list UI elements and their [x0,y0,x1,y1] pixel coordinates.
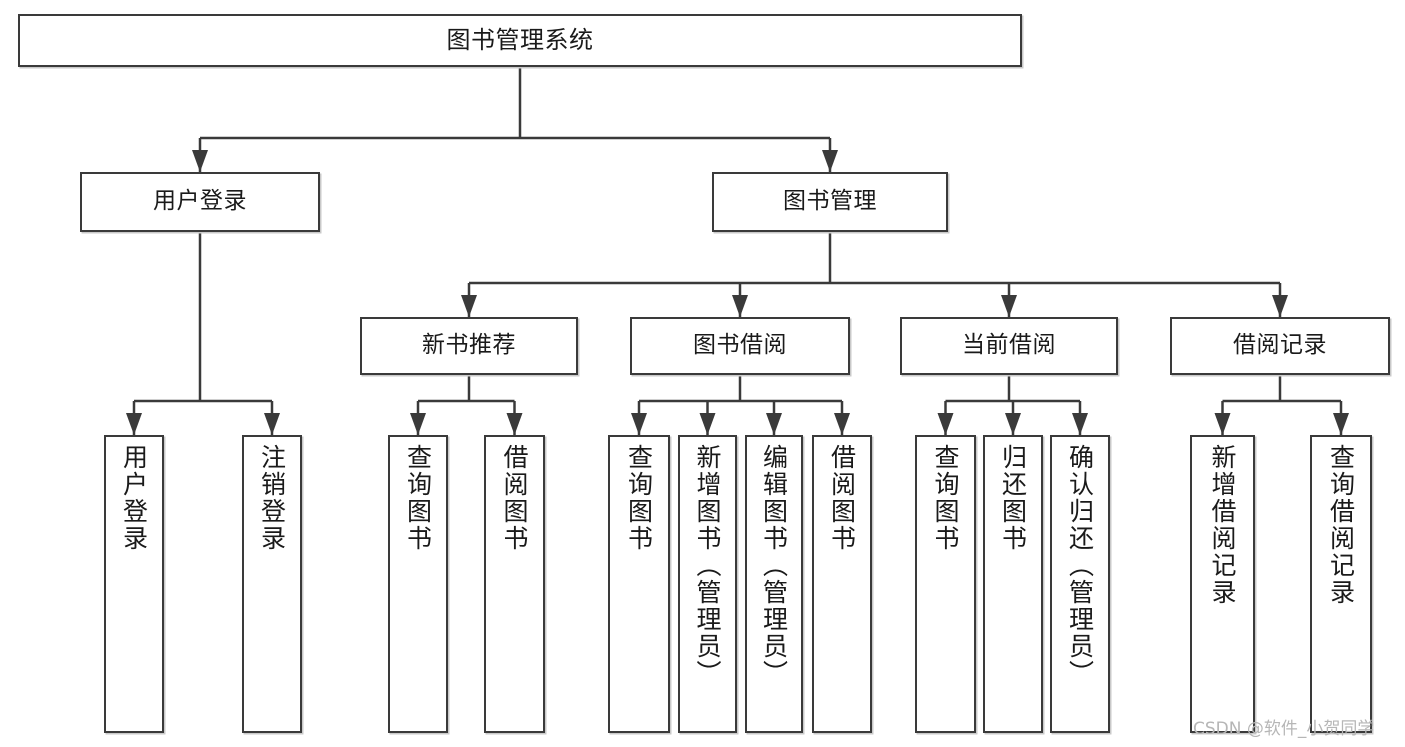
node-leaf-query-rec[interactable]: 查询借阅记录 [1310,435,1372,733]
node-label: 新书推荐 [422,332,516,359]
node-borrow-record[interactable]: 借阅记录 [1170,317,1390,375]
node-label: 借阅图书 [500,444,529,552]
node-label: 查询借阅记录 [1326,444,1356,606]
node-label: 图书管理系统 [446,26,594,55]
node-book-borrow[interactable]: 图书借阅 [630,317,850,375]
node-label: 新增图书（管理员） [693,444,722,687]
watermark: CSDN @软件_小贺同学 [1193,719,1375,739]
node-label: 用户登录 [153,188,247,215]
node-root[interactable]: 图书管理系统 [18,14,1022,67]
node-leaf-edit-book[interactable]: 编辑图书（管理员） [745,435,803,733]
node-leaf-add-rec[interactable]: 新增借阅记录 [1190,435,1255,733]
node-label: 查询图书 [624,444,654,552]
node-leaf-add-book[interactable]: 新增图书（管理员） [678,435,737,733]
node-leaf-query-1[interactable]: 查询图书 [388,435,448,733]
node-label: 图书管理 [783,188,877,215]
node-label: 借阅记录 [1233,332,1327,359]
node-label: 新增借阅记录 [1208,444,1237,606]
node-label: 归还图书 [998,444,1028,552]
node-label: 查询图书 [931,444,960,552]
node-label: 图书借阅 [693,332,787,359]
node-user-login[interactable]: 用户登录 [80,172,320,232]
node-leaf-query-2[interactable]: 查询图书 [608,435,670,733]
node-label: 借阅图书 [827,444,857,552]
node-label: 当前借阅 [962,332,1056,359]
node-leaf-confirm[interactable]: 确认归还（管理员） [1050,435,1110,733]
node-leaf-borrow-1[interactable]: 借阅图书 [484,435,545,733]
node-leaf-logout[interactable]: 注销登录 [242,435,302,733]
node-label: 查询图书 [403,444,433,552]
node-book-manage[interactable]: 图书管理 [712,172,948,232]
node-label: 编辑图书（管理员） [759,444,789,687]
node-current-borrow[interactable]: 当前借阅 [900,317,1118,375]
node-label: 用户登录 [119,444,149,552]
node-leaf-user-login[interactable]: 用户登录 [104,435,164,733]
node-new-book-rec[interactable]: 新书推荐 [360,317,578,375]
node-leaf-return[interactable]: 归还图书 [983,435,1043,733]
node-label: 注销登录 [257,444,287,552]
node-leaf-query-3[interactable]: 查询图书 [915,435,976,733]
node-label: 确认归还（管理员） [1065,444,1095,687]
node-leaf-borrow-2[interactable]: 借阅图书 [812,435,872,733]
